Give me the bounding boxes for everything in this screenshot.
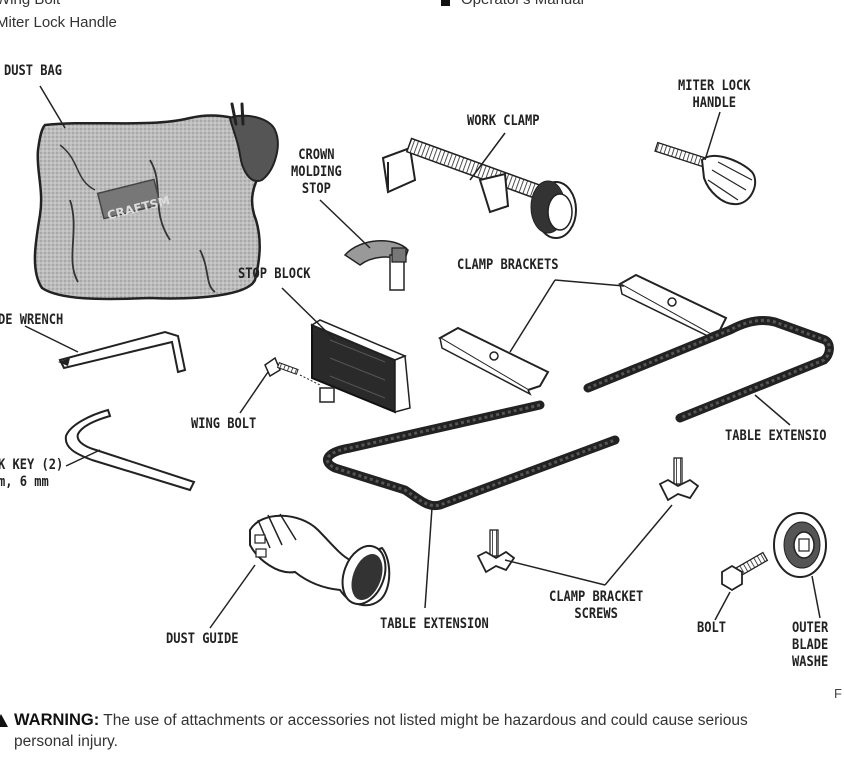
blade-wrench-part	[58, 330, 187, 374]
warning-title: WARNING:	[14, 711, 100, 729]
bullet-icon	[441, 0, 450, 6]
work-clamp-part	[381, 137, 577, 239]
label-hex-key: K KEY (2) m, 6 mm	[0, 457, 64, 490]
label-stop-block: STOP BLOCK	[238, 266, 311, 282]
table-extension-right-part	[583, 315, 834, 423]
bolt-part	[721, 551, 769, 592]
stop-block-part	[310, 319, 411, 414]
crown-molding-stop-part	[343, 239, 409, 291]
figure-label: F	[834, 686, 842, 701]
label-bolt: BOLT	[697, 620, 726, 636]
parts-list-item-operators-manual: Operator's Manual	[461, 0, 584, 8]
dust-bag	[33, 102, 279, 301]
parts-list-item-miter-lock-handle: Miter Lock Handle	[0, 14, 117, 31]
dust-guide-part	[249, 513, 391, 607]
wing-bolt-part	[264, 356, 321, 386]
table-extension-bottom-part	[323, 400, 620, 511]
label-dust-guide: DUST GUIDE	[166, 631, 239, 647]
hex-key-part	[64, 408, 196, 492]
warning-body-2: personal injury.	[14, 733, 118, 750]
label-table-extension-right: TABLE EXTENSIO	[725, 428, 827, 444]
label-table-extension-bottom: TABLE EXTENSION	[380, 616, 489, 632]
label-clamp-brackets: CLAMP BRACKETS	[457, 257, 559, 273]
label-wing-bolt: WING BOLT	[191, 416, 257, 432]
label-miter-lock-handle: MITER LOCK HANDLE	[678, 78, 751, 111]
label-clamp-bracket-screws: CLAMP BRACKET SCREWS	[549, 589, 644, 622]
clamp-bracket-right	[617, 273, 728, 340]
label-dust-bag: DUST BAG	[4, 63, 62, 79]
label-outer-blade-washer: OUTER BLADE WASHE	[792, 620, 829, 670]
clamp-bracket-screw-upper	[658, 457, 700, 502]
label-blade-wrench: DE WRENCH	[0, 312, 64, 328]
clamp-bracket-screw-lower	[476, 529, 516, 574]
warning-body: The use of attachments or accessories no…	[99, 712, 748, 729]
miter-lock-handle-part	[654, 141, 757, 206]
clamp-bracket-left	[437, 326, 550, 396]
label-work-clamp: WORK CLAMP	[467, 113, 540, 129]
warning-text: WARNING: The use of attachments or acces…	[0, 710, 844, 752]
accessories-illustration: CRAFTSM	[24, 85, 834, 629]
label-crown-molding-stop: CROWN MOLDING STOP	[291, 147, 342, 197]
warning-icon	[0, 714, 8, 727]
parts-list-item-wing-bolt: Wing Bolt	[0, 0, 60, 8]
outer-blade-washer-part	[773, 512, 827, 578]
